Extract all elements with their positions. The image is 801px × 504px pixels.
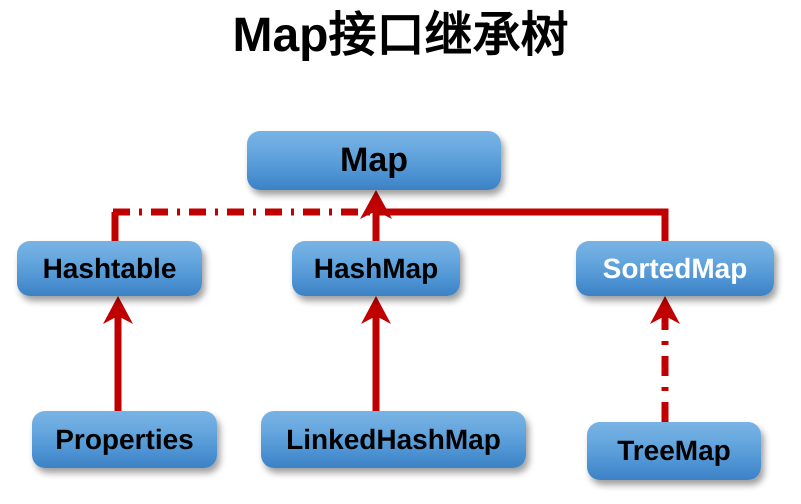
- edge-sortedmap-to-map: [376, 208, 669, 241]
- node-hashtable-label: Hashtable: [42, 252, 177, 284]
- node-treemap[interactable]: TreeMap: [587, 422, 761, 480]
- node-properties[interactable]: Properties: [32, 411, 217, 468]
- arrowhead-into-hashtable: [103, 296, 133, 324]
- node-linkedhashmap-label: LinkedHashMap: [286, 423, 501, 455]
- node-sortedmap-label: SortedMap: [602, 252, 748, 284]
- node-properties-label: Properties: [55, 423, 194, 455]
- node-linkedhashmap[interactable]: LinkedHashMap: [261, 411, 526, 468]
- node-map-label: Map: [340, 141, 408, 179]
- node-hashmap-label: HashMap: [313, 252, 439, 284]
- node-sortedmap[interactable]: SortedMap: [576, 241, 774, 296]
- arrowhead-into-map: [360, 190, 392, 219]
- node-map[interactable]: Map: [247, 131, 501, 190]
- node-treemap-label: TreeMap: [617, 435, 731, 466]
- arrowhead-into-sortedmap: [650, 296, 680, 324]
- node-hashmap[interactable]: HashMap: [292, 241, 460, 296]
- arrowhead-into-hashmap: [361, 296, 391, 324]
- page-title: Map接口继承树: [232, 9, 569, 62]
- node-hashtable[interactable]: Hashtable: [17, 241, 202, 296]
